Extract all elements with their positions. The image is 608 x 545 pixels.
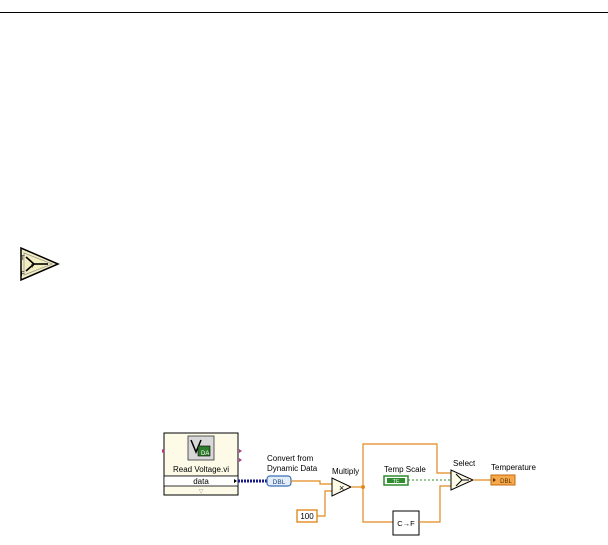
subvi-label: Read Voltage.vi	[173, 465, 229, 474]
select-label: Select	[453, 459, 476, 468]
multiply-symbol: ×	[339, 483, 344, 493]
convert-from-dynamic-data-node[interactable]: Convert from Dynamic Data DBL	[266, 454, 318, 487]
input-terminal-icon	[162, 449, 165, 453]
svg-text:T: T	[21, 256, 25, 262]
block-diagram: DA Read Voltage.vi data ▽ Convert from D…	[160, 428, 600, 540]
svg-text:?: ?	[31, 264, 35, 270]
numeric-wire[interactable]	[362, 487, 393, 523]
numeric-wire[interactable]	[419, 485, 451, 523]
temperature-terminal-text: DBL	[500, 479, 512, 485]
svg-text:F: F	[21, 272, 25, 278]
svg-text:DA: DA	[201, 451, 209, 457]
convert-terminal-text: DBL	[273, 479, 286, 486]
multiply-label: Multiply	[332, 467, 359, 476]
multiply-function[interactable]: Multiply ×	[331, 467, 359, 497]
select-function-icon: T F ?	[18, 245, 62, 283]
c-to-f-subvi[interactable]: C→F	[392, 510, 420, 536]
constant-100[interactable]: 100	[296, 509, 318, 523]
svg-text:▽: ▽	[199, 489, 204, 495]
top-rule	[0, 12, 608, 13]
output-terminal-icon	[239, 449, 242, 453]
output-terminal-icon	[239, 458, 242, 462]
select-function[interactable]: Select	[450, 459, 476, 491]
subvi-output-label: data	[193, 477, 209, 486]
read-voltage-subvi[interactable]: DA Read Voltage.vi data ▽	[162, 432, 242, 496]
numeric-wire[interactable]	[291, 480, 332, 485]
convert-label-line2: Dynamic Data	[267, 464, 318, 473]
subvi-icon: DA	[187, 435, 215, 461]
temp-scale-label: Temp Scale	[384, 465, 426, 474]
convert-label-line1: Convert from	[267, 454, 314, 463]
temperature-indicator[interactable]: Temperature DBL	[490, 463, 536, 486]
c-to-f-label: C→F	[397, 519, 415, 528]
temp-scale-terminal-text: TF	[393, 479, 400, 485]
temp-scale-terminal[interactable]: Temp Scale TF	[383, 465, 426, 486]
numeric-wire[interactable]	[317, 490, 332, 517]
constant-value: 100	[300, 512, 314, 521]
temperature-label: Temperature	[491, 463, 536, 472]
numeric-wire[interactable]	[362, 443, 451, 487]
